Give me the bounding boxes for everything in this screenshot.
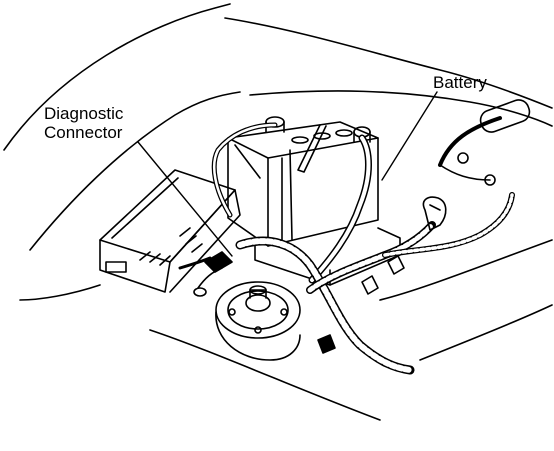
harness-clip: [317, 334, 336, 354]
fender-outline-upper: [224, 17, 553, 109]
cable-upper-right: [438, 116, 502, 167]
diagnostic-connector-label: Diagnostic Connector: [44, 104, 164, 142]
strut-tower: [215, 281, 301, 361]
diagnostic-connector-label-text: Diagnostic Connector: [44, 104, 124, 142]
battery-body: [227, 116, 379, 247]
left-fender-curve: [29, 91, 241, 251]
cable-boot: [422, 196, 447, 231]
diagnostic-connector: [178, 251, 233, 297]
battery-label: Battery: [433, 73, 487, 92]
leader-line-battery: [381, 91, 438, 181]
bay-floor-right: [379, 239, 553, 301]
bay-floor-lower: [419, 304, 553, 361]
leader-line-diagnostic: [137, 141, 233, 257]
fender-inner-line: [249, 90, 553, 127]
battery-tray: [254, 227, 401, 286]
hood-edge-outline: [3, 3, 231, 151]
left-body-lower: [19, 284, 101, 301]
relay-box: [99, 169, 241, 293]
firewall-lower: [149, 329, 381, 421]
